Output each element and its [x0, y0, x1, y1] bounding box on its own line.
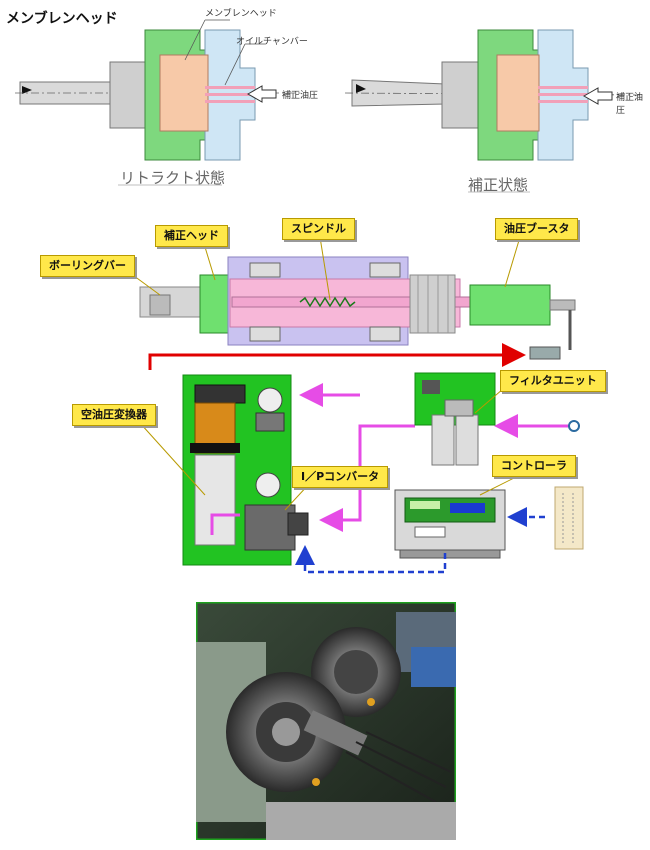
callout-boring-bar: ボーリングバー [40, 255, 135, 277]
label-membrane-head: メンブレンヘッド [205, 9, 277, 19]
machine-photo [196, 602, 456, 840]
callout-oil-booster: 油圧ブースタ [495, 218, 579, 240]
air-oil-panel [182, 374, 309, 566]
page-title: メンブレンヘッド [6, 11, 118, 27]
label-correction-pressure-right: 補正油圧 [616, 93, 644, 116]
system-diagram [129, 236, 584, 574]
callout-air-oil-converter: 空油圧変換器 [72, 404, 156, 426]
controller-box [394, 489, 506, 559]
label-correction-pressure-left: 補正油圧 [282, 91, 319, 101]
callout-correction-head: 補正ヘッド [155, 225, 228, 247]
callout-spindle: スピンドル [282, 218, 355, 240]
spindle-assembly [139, 256, 576, 350]
callout-filter-unit: フィルタユニット [500, 370, 606, 392]
correction-state-diagram [344, 29, 641, 193]
caption-correction-state: 補正状態 [468, 176, 529, 194]
retract-state-diagram [15, 19, 300, 186]
membrane-head-diagrams [15, 19, 641, 193]
callout-controller: コントローラ [492, 455, 576, 477]
filter-unit [414, 372, 496, 466]
label-oil-chamber: オイルチャンバー [236, 37, 308, 47]
callout-ip-converter: I／Pコンバータ [292, 466, 389, 488]
caption-retract-state: リトラクト状態 [120, 169, 226, 187]
